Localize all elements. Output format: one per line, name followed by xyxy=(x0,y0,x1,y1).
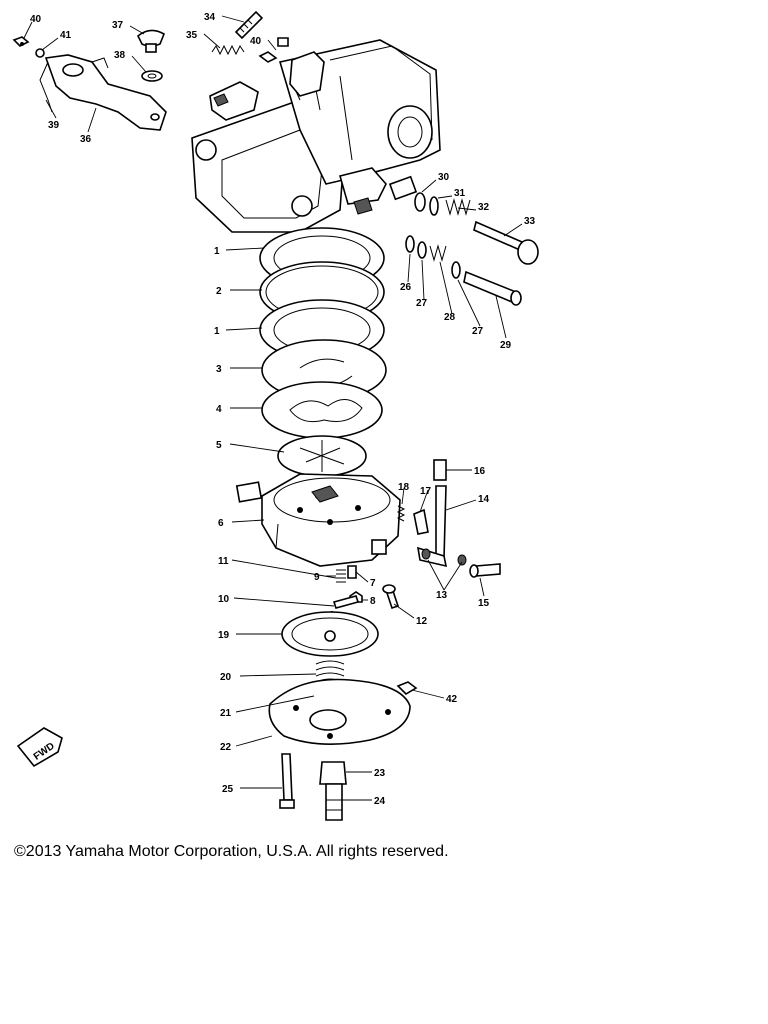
callout-40-left: 40 xyxy=(30,14,42,25)
spring-20 xyxy=(315,660,345,683)
washer-31 xyxy=(429,196,439,216)
callout-29: 29 xyxy=(500,340,512,351)
callout-40-right: 40 xyxy=(250,36,262,47)
copyright-notice: ©2013 Yamaha Motor Corporation, U.S.A. A… xyxy=(14,843,449,860)
callout-23: 23 xyxy=(374,768,386,779)
callout-12: 12 xyxy=(416,616,428,627)
diaphragm-19 xyxy=(281,611,379,657)
callout-24: 24 xyxy=(374,796,386,807)
cover-22 xyxy=(268,678,411,745)
callout-14: 14 xyxy=(478,494,490,505)
callout-34: 34 xyxy=(204,12,216,23)
cap-16 xyxy=(433,459,447,481)
callout-38: 38 xyxy=(114,50,126,61)
exploded-parts-diagram: FWD xyxy=(12,10,539,821)
callout-25: 25 xyxy=(222,784,234,795)
screw-40-right xyxy=(258,37,289,63)
callout-16: 16 xyxy=(474,466,486,477)
callout-8: 8 xyxy=(370,596,376,607)
o-ring-27a xyxy=(417,241,427,259)
callout-32: 32 xyxy=(478,202,490,213)
callout-10: 10 xyxy=(218,594,230,605)
callout-7: 7 xyxy=(370,578,376,589)
callout-labels: 40 41 39 36 37 38 34 35 40 30 31 32 33 2… xyxy=(30,12,536,807)
diaphragm-5 xyxy=(277,435,367,477)
callout-36: 36 xyxy=(80,134,92,145)
pins-13 xyxy=(421,548,467,566)
leader-lines xyxy=(23,15,523,801)
callout-2: 2 xyxy=(216,286,222,297)
callout-28: 28 xyxy=(444,312,456,323)
forward-arrow-icon: FWD xyxy=(16,727,63,768)
linkage-bracket-36 xyxy=(39,54,167,131)
plug-37 xyxy=(137,29,166,53)
pump-body-6 xyxy=(235,473,401,567)
o-ring-30 xyxy=(414,192,426,212)
callout-22: 22 xyxy=(220,742,232,753)
o-ring-27b xyxy=(451,261,461,279)
spring-35 xyxy=(211,44,245,56)
callout-20: 20 xyxy=(220,672,232,683)
callout-21: 21 xyxy=(220,708,232,719)
callout-9: 9 xyxy=(314,572,320,583)
gasket-4 xyxy=(261,381,383,439)
spring-32 xyxy=(445,198,471,216)
callout-33: 33 xyxy=(524,216,536,227)
spring-18 xyxy=(396,505,406,522)
bolt-25 xyxy=(279,753,295,809)
callout-13: 13 xyxy=(436,590,448,601)
callout-41: 41 xyxy=(60,30,72,41)
callout-17: 17 xyxy=(420,486,432,497)
screw-40-left xyxy=(12,36,30,47)
callout-42: 42 xyxy=(446,694,458,705)
fitting-24 xyxy=(325,783,343,821)
callout-5: 5 xyxy=(216,440,222,451)
callout-4: 4 xyxy=(216,404,222,415)
callout-31: 31 xyxy=(454,188,466,199)
callout-19: 19 xyxy=(218,630,230,641)
callout-27-b: 27 xyxy=(472,326,484,337)
callout-11: 11 xyxy=(218,556,229,567)
callout-18: 18 xyxy=(398,482,410,493)
valve-7 xyxy=(347,565,357,579)
pin-17 xyxy=(413,508,429,535)
screw-33 xyxy=(473,220,539,265)
screw-42 xyxy=(396,681,418,696)
screw-12 xyxy=(382,584,400,610)
callout-30: 30 xyxy=(438,172,450,183)
callout-39: 39 xyxy=(48,120,60,131)
screw-15 xyxy=(469,563,501,578)
callout-37: 37 xyxy=(112,20,124,31)
callout-15: 15 xyxy=(478,598,490,609)
carburetor-body xyxy=(191,39,441,233)
spring-28 xyxy=(429,244,447,262)
callout-27-a: 27 xyxy=(416,298,428,309)
spring-9 xyxy=(336,569,346,583)
washer-41 xyxy=(35,48,45,58)
screw-34 xyxy=(234,10,264,40)
washer-38 xyxy=(141,70,163,82)
screw-29 xyxy=(463,270,522,306)
nut-23 xyxy=(319,761,347,785)
callout-26: 26 xyxy=(400,282,412,293)
callout-3: 3 xyxy=(216,364,222,375)
washer-26 xyxy=(405,235,415,253)
callout-1-lower: 1 xyxy=(214,326,220,337)
callout-35: 35 xyxy=(186,30,198,41)
callout-6: 6 xyxy=(218,518,224,529)
callout-1-top: 1 xyxy=(214,246,220,257)
